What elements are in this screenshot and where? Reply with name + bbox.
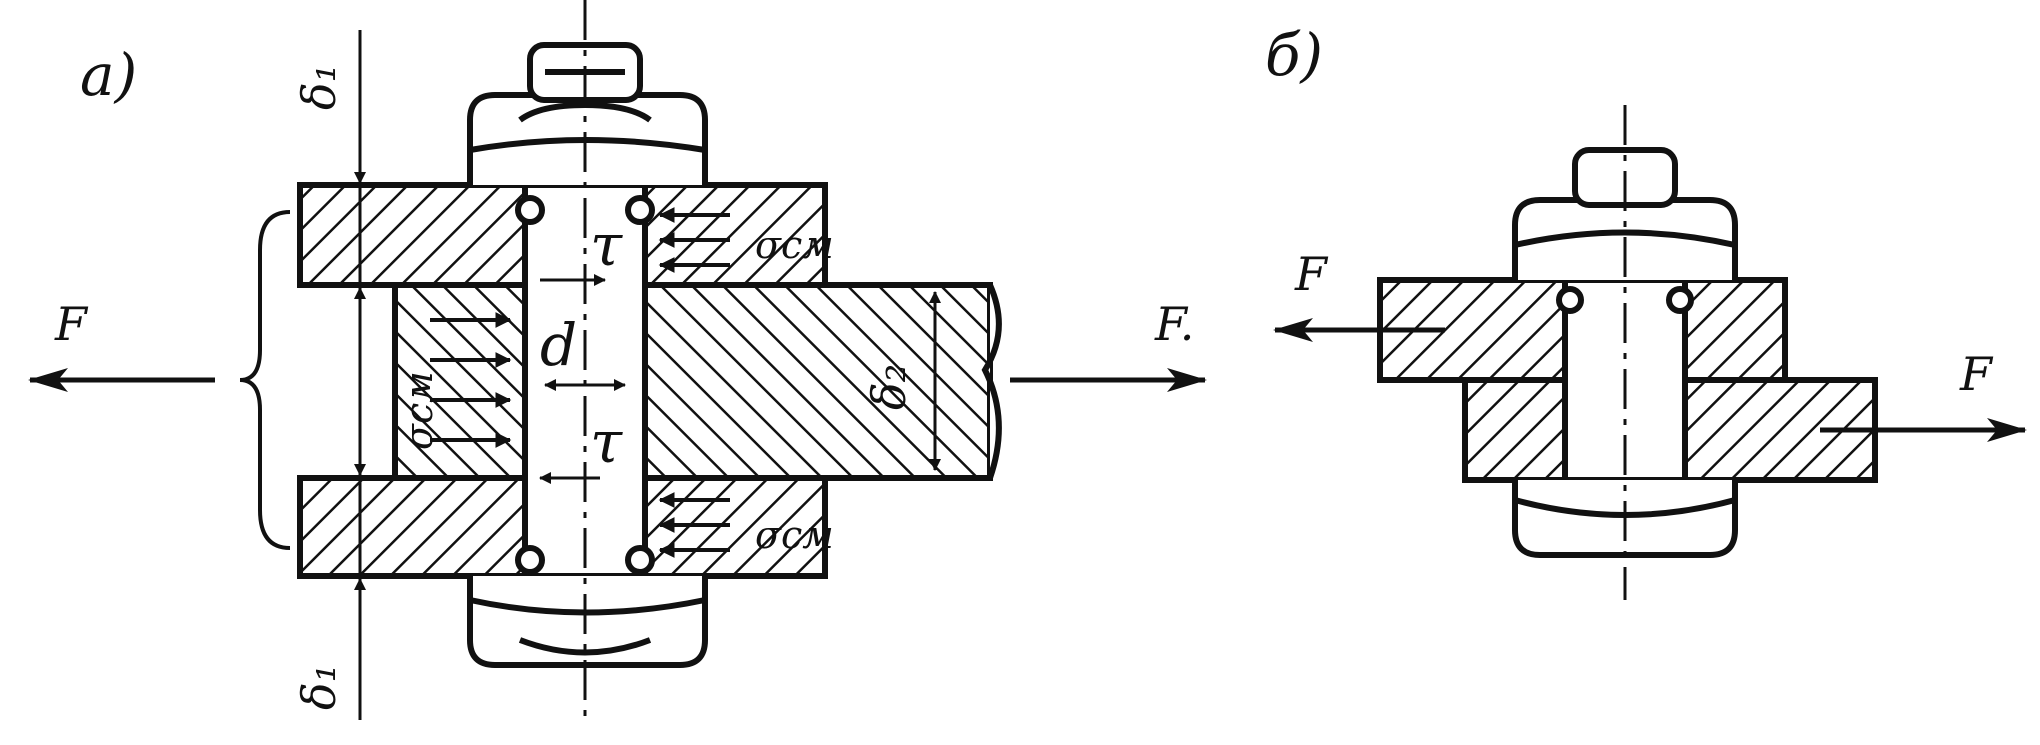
panel-a-tag: а): [80, 41, 137, 109]
delta1-bottom-label: δ₁: [292, 664, 346, 710]
panel-a: [28, 0, 1207, 720]
sigma-cm-bottom-right-label: σсм: [755, 513, 834, 557]
diameter-label: d: [540, 311, 577, 379]
middle-plate-right: [642, 282, 993, 481]
upper-plate-right-b: [1682, 277, 1788, 383]
force-label-right-b: F: [1959, 347, 1994, 401]
sigma-cm-top-right-label: σсм: [755, 223, 834, 267]
middle-plate-broken-end: [981, 283, 1002, 479]
plates-brace: [239, 210, 291, 550]
delta2-label: δ₂: [862, 364, 916, 410]
bearing-stress-arrows-top-right: [658, 207, 730, 273]
bearing-stress-arrows-bottom-right: [658, 492, 730, 558]
panel-b: [1273, 105, 2027, 600]
force-label-left-b: F: [1294, 247, 1329, 301]
bearing-stress-arrows-left: [430, 312, 512, 448]
tau-bottom-label: τ: [590, 408, 623, 476]
lower-plate-left-b: [1462, 377, 1568, 483]
bottom-plate-left: [297, 475, 528, 579]
tau-top-label: τ: [590, 211, 623, 279]
top-plate-left: [297, 182, 528, 288]
force-label-left-a: F: [54, 297, 89, 351]
sigma-cm-left-label: σсм: [397, 371, 441, 450]
force-label-right-a: F.: [1154, 297, 1194, 351]
delta1-top-label: δ₁: [292, 64, 346, 110]
panel-b-tag: б): [1265, 21, 1323, 89]
